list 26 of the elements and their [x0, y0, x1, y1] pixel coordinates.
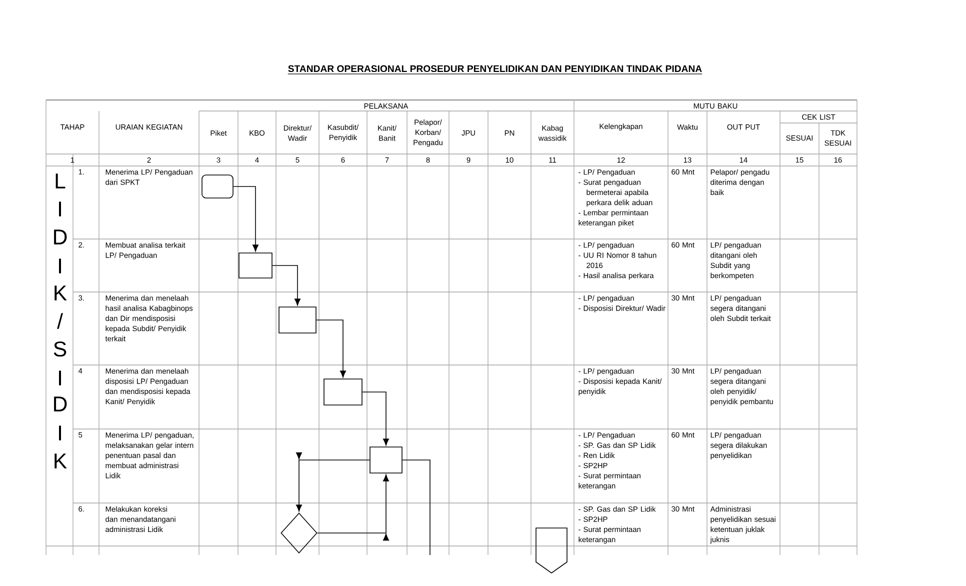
off-page-connector — [536, 528, 568, 574]
stage-letter: L — [56, 174, 66, 188]
process-box — [238, 252, 272, 278]
process-box — [278, 306, 316, 334]
stage-letter: I — [59, 426, 61, 440]
stage-letter: K — [54, 286, 67, 300]
process-box — [370, 446, 402, 474]
stage-letter: I — [59, 258, 61, 274]
connector-line — [402, 460, 430, 556]
terminal-box — [202, 174, 234, 198]
arrow — [272, 265, 300, 306]
process-box — [324, 378, 362, 406]
stage-letter: / — [57, 313, 63, 329]
arrow — [362, 392, 389, 446]
arrow — [233, 186, 258, 252]
decision-diamond — [280, 512, 318, 554]
arrow — [316, 320, 346, 378]
stage-letter: S — [54, 341, 66, 357]
stage-letter: D — [54, 396, 67, 412]
arrow — [296, 452, 370, 512]
stage-letter: K — [54, 454, 67, 468]
stage-letter: I — [59, 202, 61, 216]
title: STANDAR OPERASIONAL PROSEDUR PENYELIDIKAN DAN PENYIDIKAN TINDAK PIDANA — [288, 65, 702, 74]
arrow — [317, 474, 389, 541]
stage-letter: I — [59, 370, 61, 386]
stage-letter: D — [54, 230, 67, 244]
